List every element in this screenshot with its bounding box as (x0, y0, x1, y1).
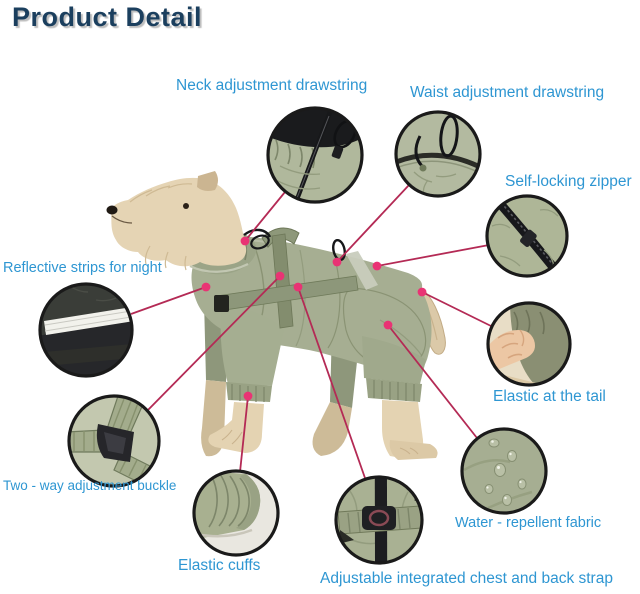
dog-rear-near-leg (362, 336, 438, 460)
callout-reflective-strips-circle (38, 282, 134, 378)
dog-wearing-raincoat-photo (106, 171, 446, 460)
label-self-locking-zipper: Self-locking zipper (505, 173, 632, 190)
dog-front-near-leg (208, 302, 284, 453)
callout-elastic-tail-circle (486, 301, 572, 387)
neck-cord-loop (243, 228, 272, 238)
dog-ear (197, 171, 218, 191)
callout-marker-dots (201, 236, 427, 401)
callout-connector-lines (130, 184, 492, 479)
page-title: Product Detail (12, 2, 203, 32)
label-elastic-at-the-tail: Elastic at the tail (493, 388, 606, 405)
coat-harness-straps (214, 227, 359, 329)
dog-head (106, 171, 247, 271)
callout-chest-back-strap-circle (334, 475, 424, 565)
label-elastic-cuffs: Elastic cuffs (178, 557, 261, 574)
callout-water-repellent-circle (460, 427, 548, 515)
dog-eye (183, 203, 189, 209)
coat-reflective-strip (346, 251, 378, 290)
callout-elastic-cuffs-circle (192, 469, 280, 557)
label-two-way-adjustment-buckle: Two - way adjustment buckle (3, 478, 177, 493)
harness-side-buckle (214, 295, 229, 312)
label-neck-adjustment-drawstring: Neck adjustment drawstring (176, 77, 368, 94)
dog-nose (106, 205, 118, 215)
callout-waist-drawstring-circle (394, 110, 482, 198)
label-chest-back-strap: Adjustable integrated chest and back str… (320, 570, 613, 587)
callout-two-way-buckle-circle (67, 394, 161, 488)
callout-self-locking-zipper-circle (485, 194, 569, 278)
waist-cord-loop (332, 238, 346, 262)
callout-neck-drawstring-circle (266, 106, 364, 204)
label-waist-adjustment-drawstring: Waist adjustment drawstring (410, 84, 605, 101)
label-water-repellent-fabric: Water - repellent fabric (455, 515, 602, 531)
label-reflective-strips: Reflective strips for night (3, 260, 162, 276)
